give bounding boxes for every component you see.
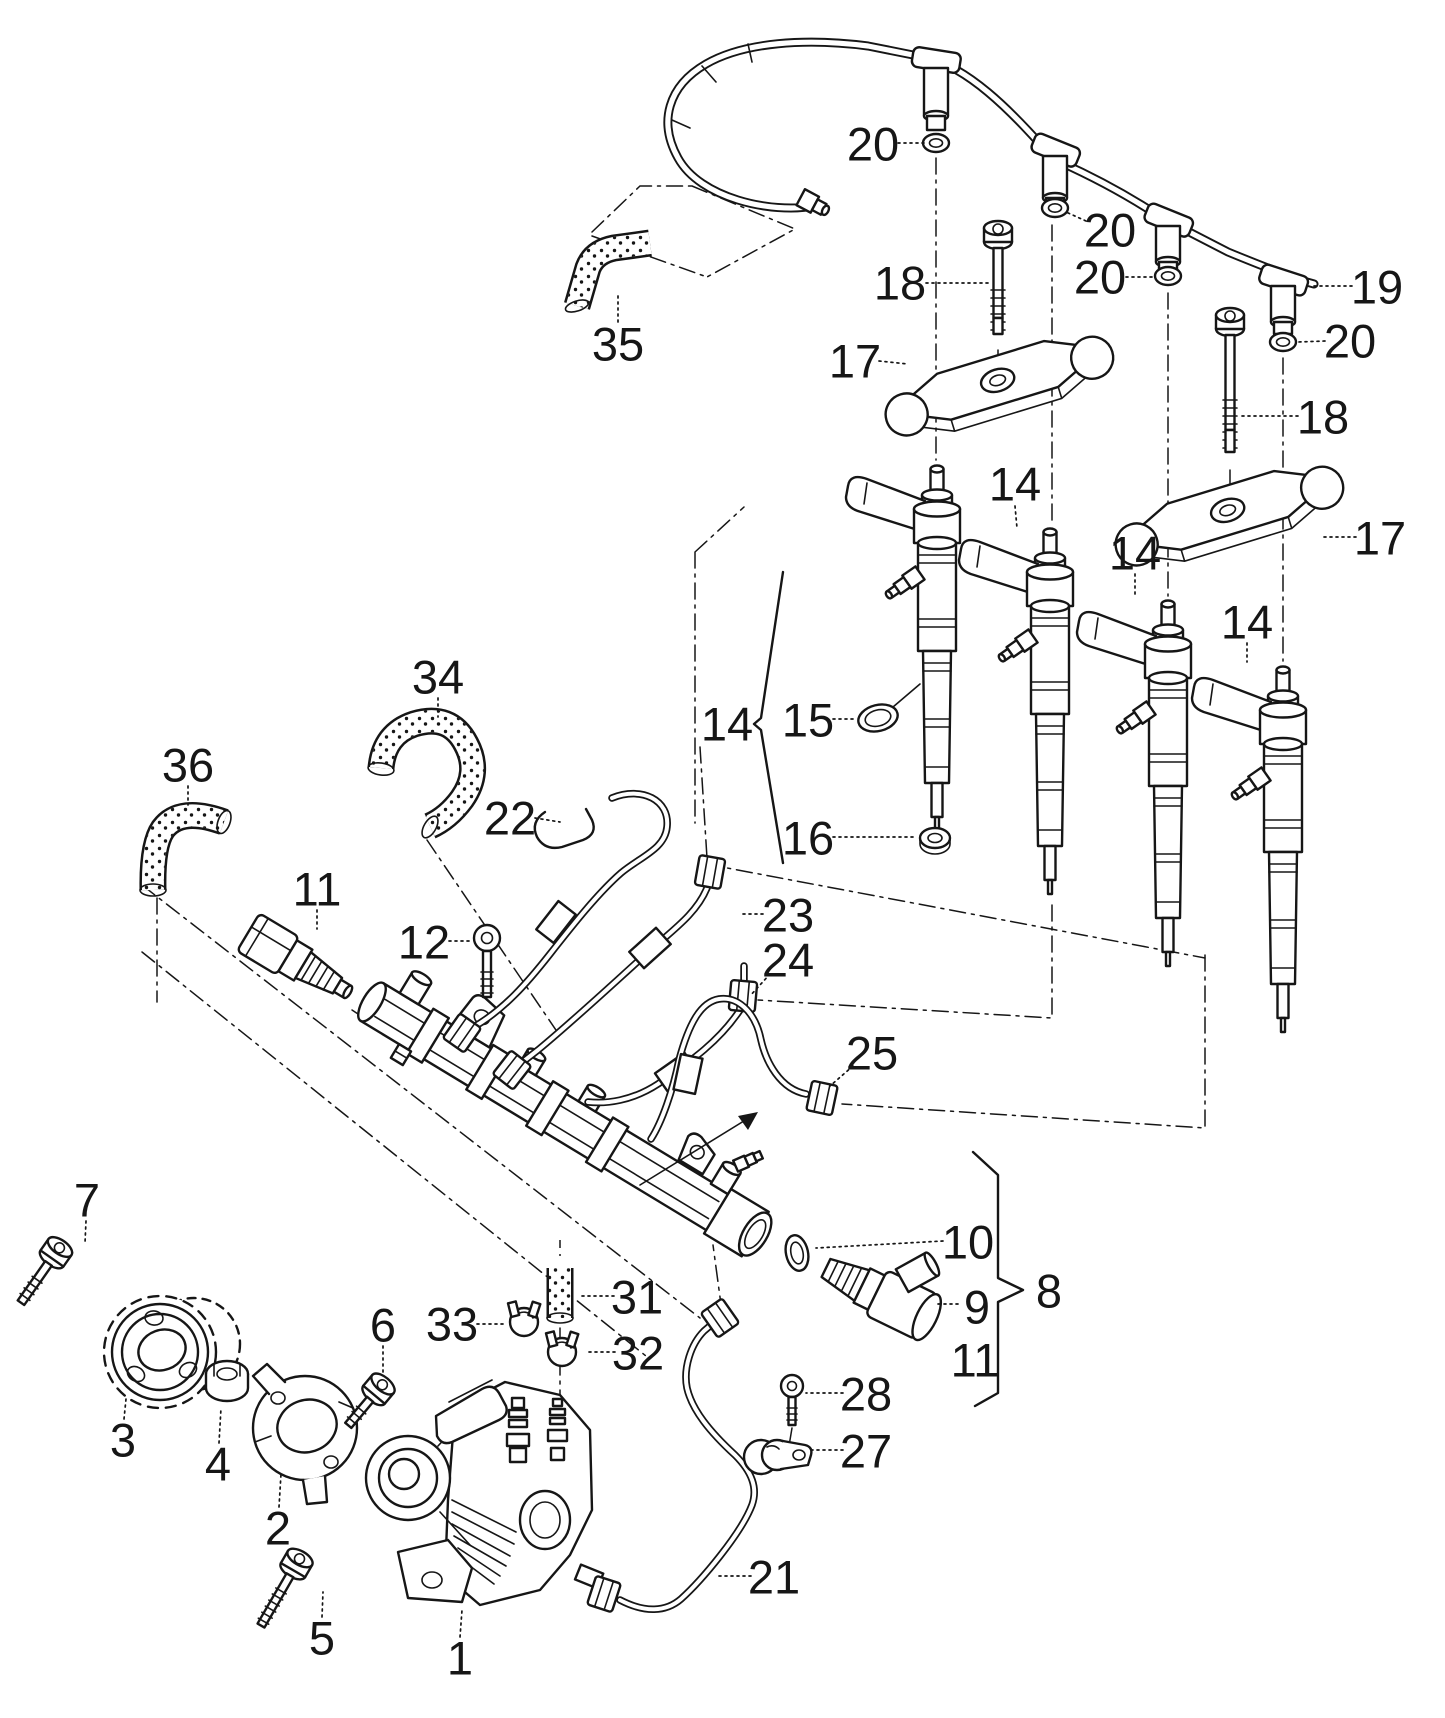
rail-bolt-12 xyxy=(472,923,502,999)
rail-pressure-sensor xyxy=(237,913,354,1000)
injector-pipe-25 xyxy=(647,994,840,1143)
shaft-nut-4 xyxy=(204,1359,250,1403)
part-callout-18: 18 xyxy=(874,257,926,310)
part-callout-14: 14 xyxy=(1109,527,1161,580)
callout-leader xyxy=(278,1473,282,1508)
callout-leader xyxy=(829,1065,854,1087)
part-callout-20: 20 xyxy=(1084,204,1136,257)
part-callout-7: 7 xyxy=(74,1174,100,1227)
injector-pipe-22 xyxy=(441,790,671,1054)
t-connector xyxy=(1258,263,1310,336)
callout-leader xyxy=(459,1609,463,1638)
o-ring-pointer xyxy=(892,683,921,708)
part-callout-5: 5 xyxy=(309,1612,335,1665)
pressure-regulator-valve-9 xyxy=(820,1251,943,1342)
seal-ring-20 xyxy=(921,132,951,154)
pump-flange-2 xyxy=(251,1362,359,1506)
injector-pipe-23 xyxy=(491,853,727,1092)
part-callout-27: 27 xyxy=(840,1425,892,1478)
drive-gear-3 xyxy=(102,1294,242,1410)
seal-ring-20 xyxy=(1040,197,1070,219)
part-callout-33: 33 xyxy=(426,1298,478,1351)
part-callout-12: 12 xyxy=(398,916,450,969)
part-callout-36: 36 xyxy=(162,739,214,792)
callout-leader xyxy=(84,1220,87,1244)
part-callout-23: 23 xyxy=(762,889,814,942)
protective-cap-35 xyxy=(564,229,652,313)
part-callout-28: 28 xyxy=(840,1368,892,1421)
injector-washer-16 xyxy=(918,826,952,855)
seal-ring-20 xyxy=(1268,331,1298,353)
part-callout-14: 14 xyxy=(1221,596,1273,649)
rail-inlet-stub xyxy=(398,970,433,1006)
part-callout-4: 4 xyxy=(205,1438,231,1491)
callout-leader xyxy=(878,360,909,365)
injector-clamp-bolt-18 xyxy=(1214,306,1246,454)
part-callout-14: 14 xyxy=(701,698,753,751)
callout-leader xyxy=(1014,505,1018,529)
part-callout-10: 10 xyxy=(942,1216,994,1269)
part-callout-21: 21 xyxy=(748,1551,800,1604)
group-brace-14 xyxy=(752,570,785,865)
t-connector xyxy=(910,46,962,132)
callout-leader xyxy=(1297,340,1326,343)
gear-bolt-7 xyxy=(16,1232,77,1307)
rail-return-nipple xyxy=(389,1042,413,1067)
protective-cap-36 xyxy=(139,801,232,897)
part-callout-3: 3 xyxy=(110,1414,136,1467)
pipe-clamp-27 xyxy=(742,1438,813,1476)
part-callout-15: 15 xyxy=(782,694,834,747)
callout-leader xyxy=(534,817,561,823)
seal-ring-20 xyxy=(1153,265,1183,287)
seal-ring-10 xyxy=(784,1234,810,1272)
callout-leader xyxy=(321,1591,324,1618)
group-bracket-8 xyxy=(971,1150,1025,1408)
rail-outlet-elbow xyxy=(709,1149,765,1196)
pump-mounting-foot xyxy=(396,1538,474,1604)
part-callout-11: 11 xyxy=(293,863,342,916)
part-callout-31: 31 xyxy=(611,1271,663,1324)
part-callout-11: 11 xyxy=(951,1334,1000,1387)
t-connector xyxy=(1143,202,1195,276)
callout-leader xyxy=(749,973,771,997)
fuel-return-line xyxy=(663,37,1319,353)
part-callout-32: 32 xyxy=(612,1327,664,1380)
line-end-fitting xyxy=(795,188,831,217)
part-callout-9: 9 xyxy=(964,1281,990,1334)
part-callout-2: 2 xyxy=(265,1502,291,1555)
part-callout-20: 20 xyxy=(1074,251,1126,304)
protective-cap-31 xyxy=(546,1240,574,1324)
protective-cap-34 xyxy=(367,707,486,839)
part-callout-24: 24 xyxy=(762,934,814,987)
part-callout-17: 17 xyxy=(829,335,881,388)
high-pressure-pump-1 xyxy=(364,1379,605,1607)
part-callout-20: 20 xyxy=(1324,315,1376,368)
callout-leader xyxy=(1065,211,1087,222)
pump-to-rail-pipe-21 xyxy=(585,1297,759,1614)
part-callout-19: 19 xyxy=(1351,261,1403,314)
connection-arrow xyxy=(639,1112,758,1186)
part-callout-6: 6 xyxy=(370,1299,396,1352)
part-callout-1: 1 xyxy=(447,1632,473,1685)
part-callout-25: 25 xyxy=(846,1027,898,1080)
part-callout-22: 22 xyxy=(484,792,536,845)
callout-leader xyxy=(218,1407,222,1444)
pump-bolt-5 xyxy=(256,1543,317,1629)
pump-barb-port xyxy=(546,1397,569,1462)
injector-clamp-bolt-18 xyxy=(982,219,1014,336)
injector-o-ring-15 xyxy=(857,703,899,733)
part-callout-20: 20 xyxy=(847,118,899,171)
part-callout-14: 14 xyxy=(989,458,1041,511)
pipe-bracket-bolt-28 xyxy=(779,1373,805,1427)
pump-barb-port xyxy=(505,1396,531,1464)
part-callout-35: 35 xyxy=(592,318,644,371)
part-callout-17: 17 xyxy=(1354,512,1406,565)
part-callout-18: 18 xyxy=(1297,391,1349,444)
flange-bolt-6 xyxy=(344,1368,400,1430)
part-callout-34: 34 xyxy=(412,651,464,704)
part-callout-8: 8 xyxy=(1036,1265,1062,1318)
part-callout-16: 16 xyxy=(782,812,834,865)
